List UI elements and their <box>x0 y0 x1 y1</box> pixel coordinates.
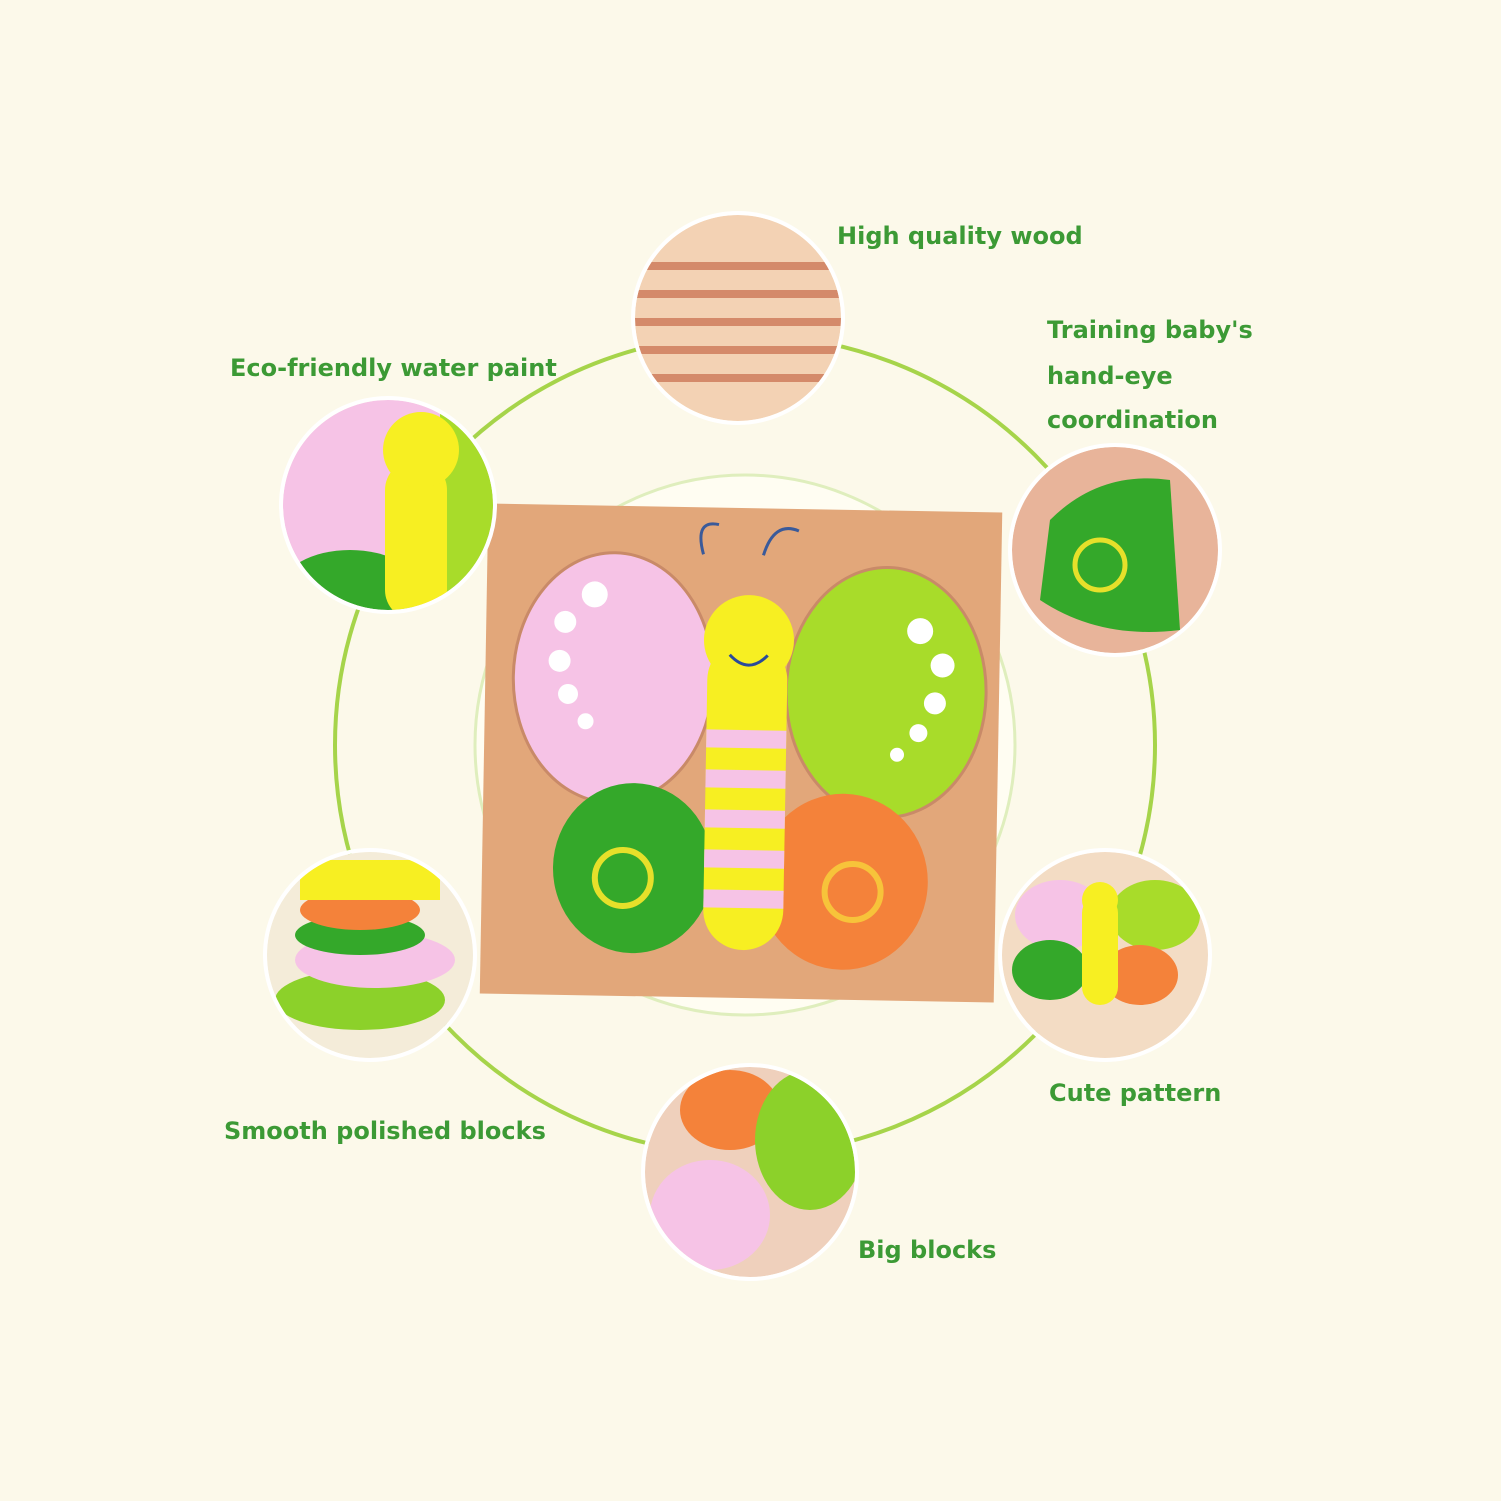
painted-piece-photo <box>283 400 493 610</box>
orange-wing <box>757 793 928 970</box>
wood-layers-photo <box>635 215 841 421</box>
label-smooth-polished: Smooth polished blocks <box>224 1117 546 1145</box>
label-eco-friendly-paint: Eco-friendly water paint <box>230 354 557 382</box>
pink-wing <box>511 551 715 805</box>
label-cute-pattern: Cute pattern <box>1049 1079 1222 1107</box>
label-big-blocks: Big blocks <box>858 1236 997 1264</box>
stacked-blocks-photo <box>267 852 473 1058</box>
label-training-line-3: coordination <box>1047 406 1218 434</box>
label-training-line-2: hand-eye <box>1047 362 1173 390</box>
butterfly-board-photo <box>1002 852 1208 1058</box>
hand-holding-piece-photo <box>1012 447 1218 653</box>
lime-wing <box>784 566 988 820</box>
butterfly-body <box>703 640 788 951</box>
butterfly-head <box>703 595 794 686</box>
label-high-quality-wood: High quality wood <box>837 222 1083 250</box>
butterfly-puzzle-board <box>479 503 1003 1003</box>
green-wing <box>552 783 713 954</box>
label-training-line-1: Training baby's <box>1047 316 1253 344</box>
